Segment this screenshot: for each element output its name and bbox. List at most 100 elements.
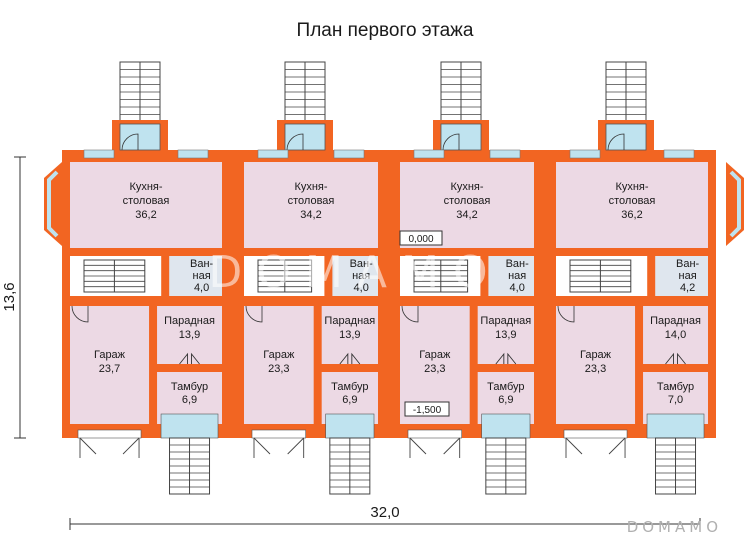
rear-door-2 — [286, 133, 304, 151]
vestibule-label-3-name-line: Тамбур — [487, 381, 524, 393]
front-stair-3 — [485, 437, 527, 495]
rear-door-4 — [607, 133, 625, 151]
watermark-center: DOMAMO — [208, 247, 501, 298]
interior-stair-3 — [413, 259, 469, 293]
kitchen-label-2-name-line: столовая — [288, 195, 335, 207]
hall-label-1-name-line: Парадная — [164, 315, 215, 327]
bath-room-2 — [332, 256, 378, 296]
front-stair-1 — [169, 437, 211, 495]
garage-door-3 — [409, 437, 461, 458]
kitchen-label-4-area: 36,2 — [621, 209, 642, 221]
kitchen-label-2: Кухня-столовая 34,2 — [288, 181, 335, 221]
garage-label-3-area: 23,3 — [424, 363, 445, 375]
dimension-depth — [14, 156, 26, 439]
interior-stair-1 — [83, 259, 146, 293]
level-mark-floor: 0,000 — [399, 230, 443, 246]
bath-label-4-name-line: ная — [679, 270, 697, 282]
garage-label-4-area: 23,3 — [585, 363, 606, 375]
hall-label-3-area: 13,9 — [495, 329, 516, 341]
vestibule-label-3-area: 6,9 — [498, 394, 513, 406]
front-porch-1 — [160, 413, 219, 439]
hall-label-1-area: 13,9 — [179, 329, 200, 341]
hall-room-4 — [643, 306, 708, 364]
kitchen-label-2-name-line: Кухня- — [294, 181, 327, 193]
rear-door-3 — [442, 133, 460, 151]
kitchen-label-3-area: 34,2 — [456, 209, 477, 221]
kitchen-label-1: Кухня-столовая 36,2 — [123, 181, 170, 221]
interior-stair-4 — [569, 259, 632, 293]
kitchen-room-4 — [556, 162, 708, 248]
kitchen-label-3: Кухня-столовая 34,2 — [444, 181, 491, 221]
rear-door-1 — [121, 133, 139, 151]
garage-room-4 — [556, 306, 636, 424]
kitchen-room-1 — [70, 162, 222, 248]
garage-room-2 — [244, 306, 314, 424]
hall-label-3-name-line: Парадная — [480, 315, 531, 327]
bath-label-4-name-line: Ван- — [676, 258, 700, 270]
hall-room-3 — [477, 306, 534, 364]
rear-stair-3 — [440, 61, 482, 123]
hall-label-2-name-line: Парадная — [324, 315, 375, 327]
garage-label-1-name-line: Гараж — [94, 349, 126, 361]
bath-label-2-area: 4,0 — [354, 282, 369, 294]
kitchen-label-4: Кухня-столовая 36,2 — [609, 181, 656, 221]
bath-label-3-area: 4,0 — [510, 282, 525, 294]
kitchen-label-3-name-line: Кухня- — [450, 181, 483, 193]
front-porch-3 — [481, 413, 531, 439]
front-porch-2 — [325, 413, 375, 439]
hall-room-1 — [157, 306, 222, 364]
dimension-depth-label: 13,6 — [1, 282, 18, 311]
front-stair-4 — [655, 437, 697, 495]
svg-text:-1,500: -1,500 — [413, 405, 442, 416]
garage-room-1 — [70, 306, 150, 424]
garage-door-4 — [565, 437, 626, 458]
vestibule-label-4-name-line: Тамбур — [657, 381, 694, 393]
garage-label-4-name-line: Гараж — [580, 349, 612, 361]
garage-door-2 — [253, 437, 305, 458]
kitchen-label-1-name-line: столовая — [123, 195, 170, 207]
front-stair-2 — [329, 437, 371, 495]
plan-title: План первого этажа — [297, 20, 474, 41]
hall-label-4-area: 14,0 — [665, 329, 686, 341]
dimension-width — [69, 518, 701, 530]
vestibule-label-1-name-line: Тамбур — [171, 381, 208, 393]
kitchen-label-4-name-line: Кухня- — [615, 181, 648, 193]
kitchen-label-1-area: 36,2 — [135, 209, 156, 221]
bath-label-3-name-line: Ван- — [506, 258, 530, 270]
svg-text:0,000: 0,000 — [408, 234, 433, 245]
dimension-width-label: 32,0 — [370, 504, 399, 521]
level-mark-garage: -1,500 — [404, 401, 450, 417]
rear-stair-1 — [119, 61, 161, 123]
interior-stair-2 — [257, 259, 313, 293]
kitchen-label-2-area: 34,2 — [300, 209, 321, 221]
bath-label-1-name-line: Ван- — [190, 258, 214, 270]
kitchen-label-3-name-line: столовая — [444, 195, 491, 207]
kitchen-label-1-name-line: Кухня- — [129, 181, 162, 193]
hall-label-1: Парадная 13,9 — [164, 315, 215, 341]
vestibule-label-1-area: 6,9 — [182, 394, 197, 406]
bath-label-4-area: 4,2 — [680, 282, 695, 294]
watermark-corner: DOMAMO — [627, 518, 722, 536]
kitchen-room-2 — [244, 162, 378, 248]
hall-room-2 — [321, 306, 378, 364]
bath-label-2-name-line: Ван- — [350, 258, 374, 270]
rear-stair-4 — [605, 61, 647, 123]
front-porch-4 — [646, 413, 705, 439]
kitchen-label-4-name-line: столовая — [609, 195, 656, 207]
garage-door-1 — [79, 437, 140, 458]
vestibule-label-4-area: 7,0 — [668, 394, 683, 406]
bath-label-1-name-line: ная — [193, 270, 211, 282]
